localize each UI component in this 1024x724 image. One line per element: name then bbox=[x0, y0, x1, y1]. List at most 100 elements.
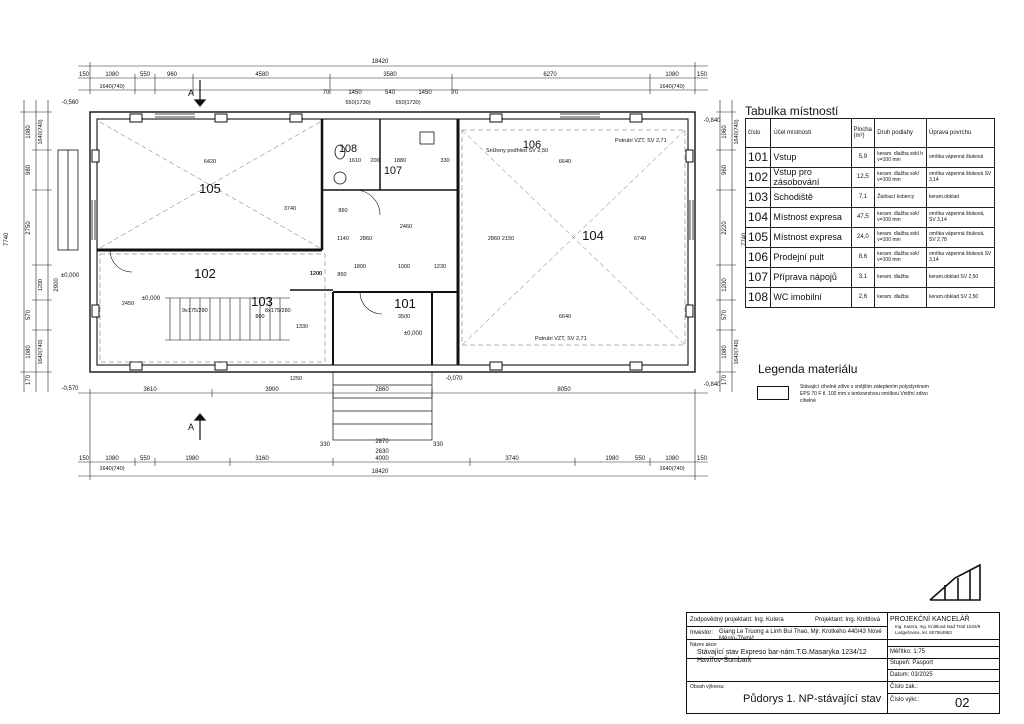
level-3: -0,840 bbox=[703, 382, 721, 388]
interior-dim-7: 800 bbox=[255, 314, 264, 320]
top-dim-8: 150 bbox=[697, 72, 708, 78]
top-dim-4: 4580 bbox=[255, 72, 269, 78]
bottom-dim2-9: 1080 bbox=[665, 456, 679, 462]
left-dim-sub-1: 1640(740) bbox=[38, 339, 44, 364]
interior-dim-23: 6640 bbox=[559, 314, 571, 320]
room-number-103: 103 bbox=[251, 294, 273, 309]
level-4: ±0,000 bbox=[61, 273, 80, 279]
right-dim-3: 1200 bbox=[722, 278, 728, 292]
tb-date: Datum: 03/2025 bbox=[890, 672, 933, 678]
room-cell-surface: omítka vápenná štuková bbox=[925, 147, 996, 168]
tb-drawing-no: 02 bbox=[955, 695, 970, 710]
right-dim-1: 960 bbox=[722, 164, 728, 175]
room-cell-floor: keram. dlažba sokl v=100 mm bbox=[874, 207, 927, 228]
level-1: -0,570 bbox=[61, 386, 79, 392]
stair-dim-1: 2870 bbox=[375, 439, 389, 445]
level-7: -0,070 bbox=[445, 376, 463, 382]
room-cell-name: Příprava nápojů bbox=[770, 267, 852, 288]
room-number-104: 104 bbox=[582, 228, 604, 243]
interior-dim-16: 2150 bbox=[502, 236, 514, 242]
top-dim-2: 550 bbox=[140, 72, 151, 78]
room-table-header: číslo Účel místnosti Plocha (m²) Druh po… bbox=[744, 118, 996, 148]
section-labels: A A bbox=[188, 88, 194, 432]
interior-dim-22: 1250 bbox=[290, 376, 302, 382]
section-label-top: A bbox=[188, 88, 194, 98]
room-cell-floor: keram. dlažba bbox=[874, 287, 927, 308]
top-dim2-2: 540 bbox=[385, 90, 396, 96]
room-cell-area: 5,9 bbox=[850, 147, 876, 168]
stair-dim-0: 330 bbox=[320, 442, 331, 448]
room-cell-floor: Žádoucí kobercy bbox=[874, 187, 927, 208]
total-bottom: 18420 bbox=[372, 469, 389, 475]
tb-contents-label: Obsah výkresu: bbox=[690, 684, 725, 690]
left-dim-0: 1080 bbox=[26, 125, 32, 139]
top-dim2-4: 70 bbox=[452, 90, 459, 96]
legend-title: Legenda materiálu bbox=[758, 362, 858, 376]
bottom-dim2-3: 1980 bbox=[185, 456, 199, 462]
interior-dim-8: 1000 bbox=[398, 264, 410, 270]
total-left: 7740 bbox=[4, 232, 10, 246]
left-dims-sub: 1640(740)1640(740)1200 bbox=[38, 119, 44, 364]
bottom-dim2-0: 150 bbox=[79, 456, 90, 462]
top-dim-7: 1080 bbox=[665, 72, 679, 78]
top-dim-0: 150 bbox=[79, 72, 90, 78]
room-diagonals bbox=[99, 121, 686, 363]
bottom-dim2-sub-0: 1640(740) bbox=[99, 466, 124, 472]
note-texts: Potrubí VZT, SV 2,71 Potrubí VZT, SV 2,7… bbox=[486, 138, 667, 342]
right-dim-6: 170 bbox=[722, 374, 728, 385]
legend-text: Stávající cihelné zdivo s vnějším zatepl… bbox=[800, 384, 929, 404]
windows bbox=[91, 113, 694, 240]
right-dim-2: 2220 bbox=[722, 221, 728, 235]
room-cell-surface: omítka vápenná štuková, SV 2,78 bbox=[925, 227, 996, 248]
room-cell-no: 104 bbox=[744, 207, 772, 228]
stair-label-1: 9x175/280 bbox=[182, 308, 208, 314]
door-swings bbox=[109, 189, 383, 315]
bottom-dim2-2: 550 bbox=[140, 456, 151, 462]
room-cell-no: 101 bbox=[744, 147, 772, 168]
room-cell-area: 7,1 bbox=[850, 187, 876, 208]
section-marks bbox=[193, 80, 207, 440]
top-dim2-sub-1: 650(1730) bbox=[395, 100, 420, 106]
right-dims-sub: 1640(740)1640(740) bbox=[734, 119, 740, 364]
room-cell-name: Místnost expresa bbox=[770, 227, 852, 248]
room-number-105: 105 bbox=[199, 181, 221, 196]
interior-dim-12: 860 bbox=[338, 208, 347, 214]
interior-dim-11: 1330 bbox=[296, 324, 308, 330]
bottom-dim-3: 8050 bbox=[557, 387, 571, 393]
right-dim-0: 1060 bbox=[722, 125, 728, 139]
wc-fixtures bbox=[333, 131, 435, 185]
room-table: číslo Účel místnosti Plocha (m²) Druh po… bbox=[744, 118, 996, 308]
piers bbox=[91, 113, 694, 371]
room-cell-area: 47,5 bbox=[850, 207, 876, 228]
top-dim-row-2-sub: 650(1730)650(1730) bbox=[345, 100, 420, 106]
bottom-dim-0: 3610 bbox=[143, 387, 157, 393]
left-dim-2: 2750 bbox=[26, 221, 32, 235]
bottom-dim-1: 3900 bbox=[265, 387, 279, 393]
interior-dim-3: 1610 bbox=[349, 158, 361, 164]
interior-dim-13: 1140 bbox=[337, 236, 349, 242]
room-cell-floor: keram. dlažba sokl v=100 mm bbox=[874, 247, 927, 268]
left-dim-4: 570 bbox=[26, 309, 32, 320]
room-cell-no: 108 bbox=[744, 287, 772, 308]
room-number-108: 108 bbox=[339, 143, 357, 155]
room-cell-no: 105 bbox=[744, 227, 772, 248]
left-dim-sub-0: 1640(740) bbox=[38, 119, 44, 144]
bottom-dim2-10: 150 bbox=[697, 456, 708, 462]
tb-responsible: Zodpovědný projektant: Ing. Kutera bbox=[690, 617, 784, 623]
section-label-bottom: A bbox=[188, 422, 194, 432]
right-dim-sub-1: 1640(740) bbox=[734, 339, 740, 364]
room-cell-floor: keram. dlažba sokl v=100 mm bbox=[874, 167, 927, 188]
interior-dim-9: 1230 bbox=[434, 264, 446, 270]
room-cell-no: 106 bbox=[744, 247, 772, 268]
room-cell-area: 8,6 bbox=[850, 247, 876, 268]
room-cell-floor: keram. dlažba sokl h v=100 mm bbox=[874, 147, 927, 168]
